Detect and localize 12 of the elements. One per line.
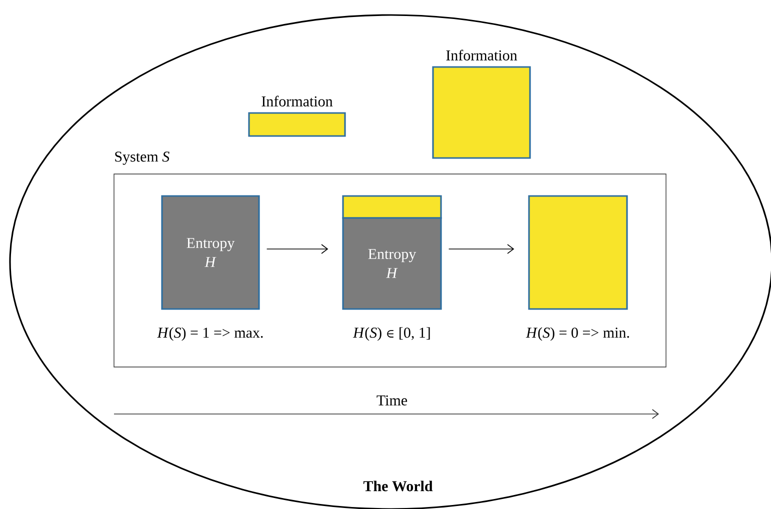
formula-caption: H(S) = 1 => max. bbox=[157, 327, 263, 341]
box-heading: Information bbox=[446, 50, 518, 60]
formula-caption: H(S) ∈ [0, 1] bbox=[352, 327, 430, 341]
formula-caption: H(S) = 0 => min. bbox=[526, 327, 629, 341]
axis-label: Time bbox=[376, 395, 408, 406]
entropy-box: Entropy H bbox=[342, 195, 442, 310]
arrow bbox=[266, 244, 328, 254]
entropy-box: Entropy H bbox=[161, 195, 260, 310]
arrow bbox=[448, 244, 514, 254]
world-label: The World bbox=[363, 480, 433, 492]
box-heading: System S bbox=[115, 152, 170, 165]
box-heading: Information bbox=[262, 96, 333, 106]
